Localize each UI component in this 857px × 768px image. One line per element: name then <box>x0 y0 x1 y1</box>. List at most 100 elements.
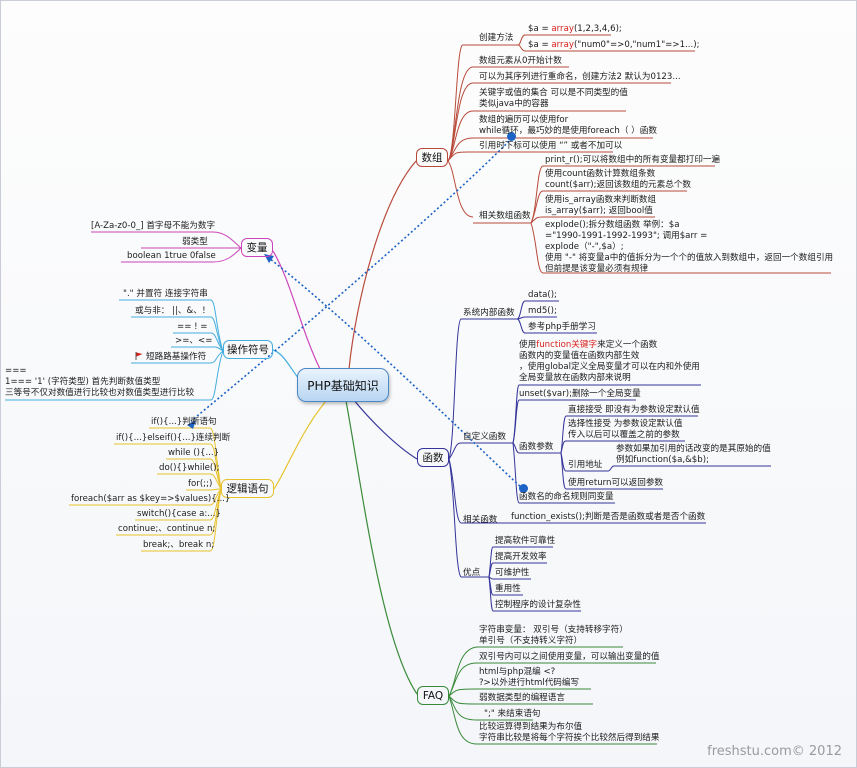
faq-compare-2[interactable]: 字符串比较是将每个字符挨个比较然后得到结果 <box>479 733 660 743</box>
function-reference-note-2[interactable]: 例如function($a,&$b); <box>616 455 709 465</box>
logic-while[interactable]: while (){...} <box>168 448 220 458</box>
operator-logical[interactable]: 或与非： ||、&、！ <box>135 306 211 316</box>
branch-function-label: 函数 <box>422 452 444 464</box>
function-unset[interactable]: unset($var);删除一个全局变量 <box>519 389 641 399</box>
array-note-rename[interactable]: 可以为其序列进行重命名，创建方法2 默认为0123... <box>479 72 681 82</box>
array-fn-explode[interactable]: explode();拆分数组函数 举例：$a <box>545 220 680 230</box>
function-scope-note[interactable]: 函数内的变量值在函数内部生效 <box>519 351 640 361</box>
logic-break[interactable]: break;、break n; <box>143 540 215 550</box>
array-fn-is-array[interactable]: 使用is_array函数来判断数组 <box>545 195 657 205</box>
function-related[interactable]: 相关函数 <box>463 515 498 525</box>
branch-array-label: 数组 <box>421 152 443 164</box>
logic-for[interactable]: for(;;) <box>188 479 213 489</box>
function-exists[interactable]: function_exists();判断是否是函数或者是否个函数 <box>511 512 706 522</box>
faq-semicolon[interactable]: ";" 来结束语句 <box>484 709 541 719</box>
operator-identity-2[interactable]: 1=== '1' (字符类型) 首先判断数值类型 <box>5 377 161 387</box>
function-param-reference[interactable]: 引用地址 <box>568 460 603 470</box>
faq-weak-typing[interactable]: 弱数据类型的编程语言 <box>479 693 565 703</box>
faq-string-quotes[interactable]: 字符串变量： 双引号（支持转移字符） <box>479 625 628 635</box>
faq-compare[interactable]: 比较运算得到结果为布尔值 <box>479 722 583 732</box>
faq-html-mix-2[interactable]: ?>以外进行html代码编写 <box>479 678 580 688</box>
function-adv-reuse[interactable]: 重用性 <box>495 584 521 594</box>
logic-foreach[interactable]: foreach($arr as $key=>$values){...} <box>71 494 231 504</box>
function-adv-maintain[interactable]: 可维护性 <box>495 568 530 578</box>
array-fn-explode-2[interactable]: ="1990-1991-1992-1993"; 调用$arr = <box>545 231 708 241</box>
array-note-loop[interactable]: 数组的遍历可以使用for <box>479 115 569 125</box>
array-fn-count[interactable]: 使用count函数计算数组条数 <box>545 169 656 179</box>
code-text: ("num0"=>0,"num1"=>1...); <box>573 40 700 50</box>
branch-variable[interactable]: 变量 <box>241 238 273 257</box>
central-topic-label: PHP基础知识 <box>307 378 379 393</box>
logic-if[interactable]: if(){...}判断语句 <box>151 417 217 427</box>
function-param-optional-2[interactable]: 传入以后可以覆盖之前的参数 <box>568 430 680 440</box>
array-create-example-1[interactable]: $a = array(1,2,3,4,6); <box>528 24 622 35</box>
function-builtin-md5[interactable]: md5(); <box>528 306 557 316</box>
flag-icon <box>135 352 143 360</box>
variable-naming[interactable]: [A-Za-z0-0_] 首字母不能为数字 <box>91 221 216 231</box>
array-related-functions[interactable]: 相关数组函数 <box>479 211 531 221</box>
function-return[interactable]: 使用return可以返回参数 <box>568 478 664 488</box>
array-fn-explode-5[interactable]: 但前提是该变量必须有规律 <box>545 264 649 274</box>
function-params[interactable]: 函数参数 <box>519 442 554 452</box>
function-builtin-data[interactable]: data(); <box>528 290 557 300</box>
function-param-optional[interactable]: 选择性接受 为参数设定默认值 <box>568 419 683 429</box>
central-topic[interactable]: PHP基础知识 <box>297 368 389 402</box>
faq-string-quotes-2[interactable]: 单引号（不支持转义字符） <box>479 636 583 646</box>
function-advantages[interactable]: 优点 <box>463 568 481 578</box>
operator-compare[interactable]: >=、<= <box>175 336 213 346</box>
faq-html-mix[interactable]: html与php混编 <? <box>479 667 556 677</box>
keyword-text: array <box>551 40 574 50</box>
variable-boolean[interactable]: boolean 1true 0false <box>127 251 216 261</box>
array-note-zero-index[interactable]: 数组元素从0开始计数 <box>479 56 562 66</box>
note-text: 使用 <box>519 340 537 350</box>
function-builtin[interactable]: 系统内部函数 <box>463 308 515 318</box>
array-fn-print-r[interactable]: print_r();可以将数组中的所有变量都打印一遍 <box>545 155 721 165</box>
operator-identity-3[interactable]: 三等号不仅对数值进行比较也对数值类型进行比较 <box>5 388 195 398</box>
link-endpoint-dot <box>519 484 528 493</box>
array-fn-count-2[interactable]: count($arr);返回该数组的元素总个数 <box>545 180 692 190</box>
variable-weak-type[interactable]: 弱类型 <box>182 237 208 247</box>
branch-variable-label: 变量 <box>246 242 268 254</box>
function-custom[interactable]: 自定义函数 <box>463 432 506 442</box>
array-note-loop-2[interactable]: while循环，最巧妙的是使用foreach（ ）函数 <box>479 126 657 136</box>
logic-do-while[interactable]: do(){}while(); <box>159 463 220 473</box>
branch-operator-label: 操作符号 <box>227 344 269 356</box>
function-global-note[interactable]: ，使用global定义全局变量才可以在内和外使用 <box>519 362 700 372</box>
logic-continue[interactable]: continue;、continue n; <box>118 524 216 534</box>
function-define-note[interactable]: 使用function关键字来定义一个函数 <box>519 340 657 351</box>
function-builtin-manual[interactable]: 参考php手册学习 <box>528 322 596 332</box>
array-fn-explode-3[interactable]: explode（"-",$a）; <box>545 242 624 252</box>
array-note-collection-2[interactable]: 类似java中的容器 <box>479 99 549 109</box>
array-create-example-2[interactable]: $a = array("num0"=>0,"num1"=>1...); <box>528 40 700 51</box>
branch-operator[interactable]: 操作符号 <box>223 340 273 359</box>
branch-array[interactable]: 数组 <box>416 148 448 167</box>
operator-concat[interactable]: "." 并置符 连接字符串 <box>123 289 208 299</box>
array-note-index[interactable]: 引用时下标可以使用 “” 或者不加可以 <box>479 141 623 151</box>
operator-short-circuit[interactable]: 短路路基操作符 <box>146 352 207 362</box>
logic-switch[interactable]: switch(){case a:...} <box>137 509 221 519</box>
logic-elseif[interactable]: if(){...}elseif(){...}连续判断 <box>116 433 231 443</box>
function-adv-reliability[interactable]: 提高软件可靠性 <box>495 536 556 546</box>
faq-double-quote-vars[interactable]: 双引号内可以之间使用变量，可以输出变量的值 <box>479 652 660 662</box>
function-reference-note[interactable]: 参数如果加引用的话改变的是其原始的值 <box>616 444 771 454</box>
function-param-direct[interactable]: 直接接受 即没有为参数设定默认值 <box>568 405 700 415</box>
branch-logic[interactable]: 逻辑语句 <box>221 479 274 498</box>
array-fn-explode-4[interactable]: 使用 "-" 将变量a中的值拆分为一个个的值放入到数组中，返回一个数组引用 <box>545 253 834 263</box>
array-note-collection[interactable]: 关键字或值的集合 可以是不同类型的值 <box>479 88 628 98</box>
operator-identity[interactable]: === <box>5 366 27 376</box>
function-global-note-2[interactable]: 全局变量放在函数内部来说明 <box>519 373 631 383</box>
branch-faq[interactable]: FAQ <box>417 686 449 705</box>
link-endpoint-dot <box>507 132 516 141</box>
array-create-method[interactable]: 创建方法 <box>479 33 514 43</box>
function-adv-complexity[interactable]: 控制程序的设计复杂性 <box>495 600 581 610</box>
function-naming[interactable]: 函数名的命名规则同变量 <box>519 492 614 502</box>
code-text: $a = <box>528 24 552 34</box>
keyword-text: array <box>551 24 574 34</box>
watermark: freshstu.com© 2012 <box>707 744 842 759</box>
array-fn-is-array-2[interactable]: is_array($arr); 返回bool值 <box>545 206 653 216</box>
branch-function[interactable]: 函数 <box>417 448 449 467</box>
function-adv-efficiency[interactable]: 提高开发效率 <box>495 552 547 562</box>
operator-equality[interactable]: == ! = <box>177 322 208 332</box>
